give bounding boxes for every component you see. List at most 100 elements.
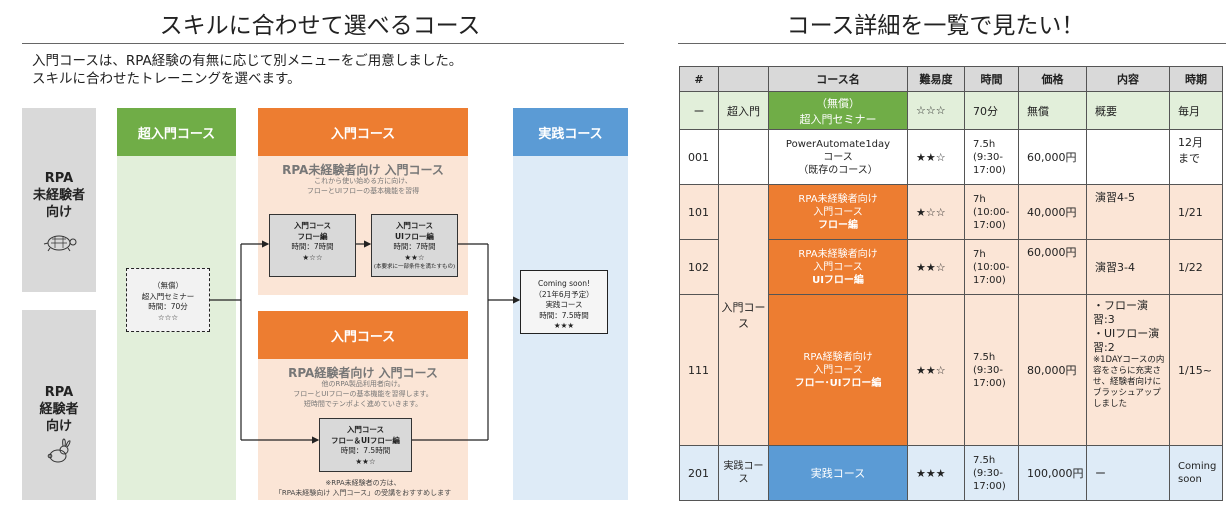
time-line1: 7.5h	[973, 138, 996, 150]
row-label-line1: RPA	[44, 385, 74, 400]
content-note: ※1DAYコースの内容をさらに充実させ、経験者向けにブラッシュアップしました	[1093, 355, 1165, 409]
cell-num: 102	[679, 239, 719, 295]
flow-l3: 時間：7時間	[291, 242, 334, 251]
cell-period: 1/15~	[1169, 294, 1223, 446]
recommend-note: ※RPA未経験者の方は、 「RPA未経験向け 入門コース」の受講をおすすめします	[258, 478, 468, 498]
flow-l2: フロー編	[297, 231, 328, 241]
beginner-subtitle: RPA未経験者向け 入門コース	[282, 163, 444, 177]
content-line1: ・フロー演習:3	[1093, 299, 1148, 326]
time-line2: (9:30-	[973, 151, 1003, 163]
time-line1: 7.5h	[973, 454, 996, 466]
uiflow-course-node: 入門コース UIフロー編 時間：7時間 ★★☆ (本要求に一部条件を満たすもの)	[371, 214, 458, 277]
intro-line-2: スキルに合わせたトレーニングを選べます。	[32, 71, 301, 87]
experienced-desc: 他のRPA製品利用者向け。 フローとUIフローの基本機能を習得します。 短時間で…	[258, 379, 468, 409]
course-name-line1: RPA経験者向け	[803, 351, 873, 363]
cell-category: 入門コース	[718, 184, 769, 446]
combo-l4: ★★☆	[355, 456, 376, 466]
combo-l3: 時間：7.5時間	[340, 446, 391, 455]
course-name-line3: UIフロー編	[812, 274, 864, 286]
cell-content: 演習3-4	[1086, 239, 1170, 295]
table-row: ー 超入門 （無償） 超入門セミナー ☆☆☆ 70分 無償 概要 毎月	[679, 91, 1223, 130]
course-name-line1: （無償）	[816, 96, 860, 110]
uiflow-l3: 時間：7時間	[393, 242, 436, 251]
cell-period: Coming soon	[1169, 445, 1223, 501]
course-name-line2: 入門コース	[813, 364, 863, 376]
cell-time: 7h (10:00- 17:00)	[964, 184, 1019, 240]
time-line3: 17:00)	[973, 377, 1006, 389]
rabbit-icon	[47, 438, 71, 463]
intro-line-1: 入門コースは、RPA経験の有無に応じて別メニューをご用意しました。	[32, 53, 463, 69]
practice-course-node: Coming soon! （21年6月予定） 実践コース 時間：7.5時間 ★★…	[520, 270, 608, 334]
period-line1: Coming	[1178, 461, 1217, 472]
left-divider	[22, 43, 624, 44]
content-line2: ・UIフロー演習:2	[1093, 327, 1160, 354]
soon-l5: ★★★	[553, 321, 575, 330]
combo-l1: 入門コース	[346, 425, 385, 434]
cell-level: ★★☆	[907, 239, 965, 295]
column-intro-header: 入門コース	[258, 108, 468, 156]
header-time: 時間	[964, 66, 1019, 92]
flow-l1: 入門コース	[293, 221, 332, 230]
cell-level: ★★☆	[907, 294, 965, 446]
cell-price: 60,000円	[1018, 129, 1087, 185]
cell-level: ★★☆	[907, 129, 965, 185]
cell-price: 60,000円	[1018, 239, 1087, 295]
time-line2: (10:00-	[973, 206, 1010, 218]
course-name-line3: （既存のコース）	[798, 164, 878, 176]
cell-content: ・フロー演習:3 ・UIフロー演習:2 ※1DAYコースの内容をさらに充実させ、…	[1086, 294, 1170, 446]
cell-price: 100,000円	[1018, 445, 1087, 501]
course-name-line1: PowerAutomate1day	[785, 138, 891, 150]
cell-num: 001	[679, 129, 719, 185]
cell-num: 101	[679, 184, 719, 240]
flow-course-node: 入門コース フロー編 時間：7時間 ★☆☆	[269, 214, 356, 277]
cell-course-name: RPA未経験者向け 入門コース フロー編	[768, 184, 908, 240]
cell-content: 演習4-5	[1086, 184, 1170, 240]
seminar-l2: 超入門セミナー	[141, 291, 195, 301]
column-intro-experienced: 入門コース RPA経験者向け 入門コース 他のRPA製品利用者向け。 フローとU…	[258, 311, 468, 500]
cell-time: 7.5h (9:30- 17:00)	[964, 294, 1019, 446]
note-line-1: ※RPA未経験者の方は、	[325, 479, 401, 487]
header-price: 価格	[1018, 66, 1087, 92]
combo-course-node: 入門コース フロー＆UIフロー編 時間：7.5時間 ★★☆	[319, 418, 412, 472]
right-title: コース詳細を一覧で見たい！	[786, 13, 1085, 39]
period-line1: 12月	[1178, 136, 1203, 149]
column-practice-header: 実践コース	[513, 108, 628, 156]
header-period: 時期	[1169, 66, 1223, 92]
soon-l3: 実践コース	[545, 300, 583, 309]
seminar-l3: 時間：70分	[148, 302, 188, 311]
course-name-line2: 入門コース	[813, 261, 863, 273]
row-experienced: RPA 経験者 向け	[22, 310, 96, 500]
beginner-desc-2: フローとUIフローの基本機能を習得	[306, 187, 420, 195]
header-num: #	[679, 66, 719, 92]
cell-course-name: RPA経験者向け 入門コース フロー･UIフロー編	[768, 294, 908, 446]
beginner-desc-1: これから使い始める方に向け、	[314, 177, 412, 185]
course-name-line2: コース	[823, 151, 853, 163]
course-detail-table: # コース名 難易度 時間 価格 内容 時期 ー 超入門 （無償） 超入門セミナ…	[679, 66, 1223, 501]
cell-course-name: PowerAutomate1day コース （既存のコース）	[768, 129, 908, 185]
cell-content	[1086, 129, 1170, 185]
header-category	[718, 66, 769, 92]
flow-connectors	[210, 240, 521, 444]
course-name-line3: フロー･UIフロー編	[794, 377, 882, 389]
time-line2: (9:30-	[973, 364, 1003, 376]
row-label-line2: 未経験者	[32, 188, 85, 203]
experienced-desc-1: 他のRPA製品利用者向け。	[321, 380, 405, 388]
table-header-row: # コース名 難易度 時間 価格 内容 時期	[679, 66, 1223, 92]
table-row: 101 入門コース RPA未経験者向け 入門コース フロー編 ★☆☆ 7h (1…	[679, 184, 1223, 446]
cell-num: 111	[679, 294, 719, 446]
cell-period: 1/21	[1169, 184, 1223, 240]
cell-level: ☆☆☆	[907, 91, 965, 130]
experienced-subtitle: RPA経験者向け 入門コース	[288, 366, 438, 380]
combo-l2: フロー＆UIフロー編	[331, 435, 400, 445]
cell-category: 実践コース	[718, 445, 769, 501]
soon-l4: 時間：7.5時間	[539, 310, 589, 320]
course-name-line2: 超入門セミナー	[799, 112, 877, 126]
cell-price: 無償	[1018, 91, 1087, 130]
row-inexperienced: RPA 未経験者 向け	[22, 108, 96, 292]
table-row: 102 RPA未経験者向け 入門コース UIフロー編 ★★☆ 7h (10:00…	[679, 239, 1223, 295]
cell-category: 超入門	[718, 91, 769, 130]
period-line2: まで	[1178, 152, 1200, 165]
row-label-line2: 経験者	[39, 402, 79, 417]
time-line3: 17:00)	[973, 164, 1006, 176]
cell-level: ★★★	[907, 445, 965, 501]
